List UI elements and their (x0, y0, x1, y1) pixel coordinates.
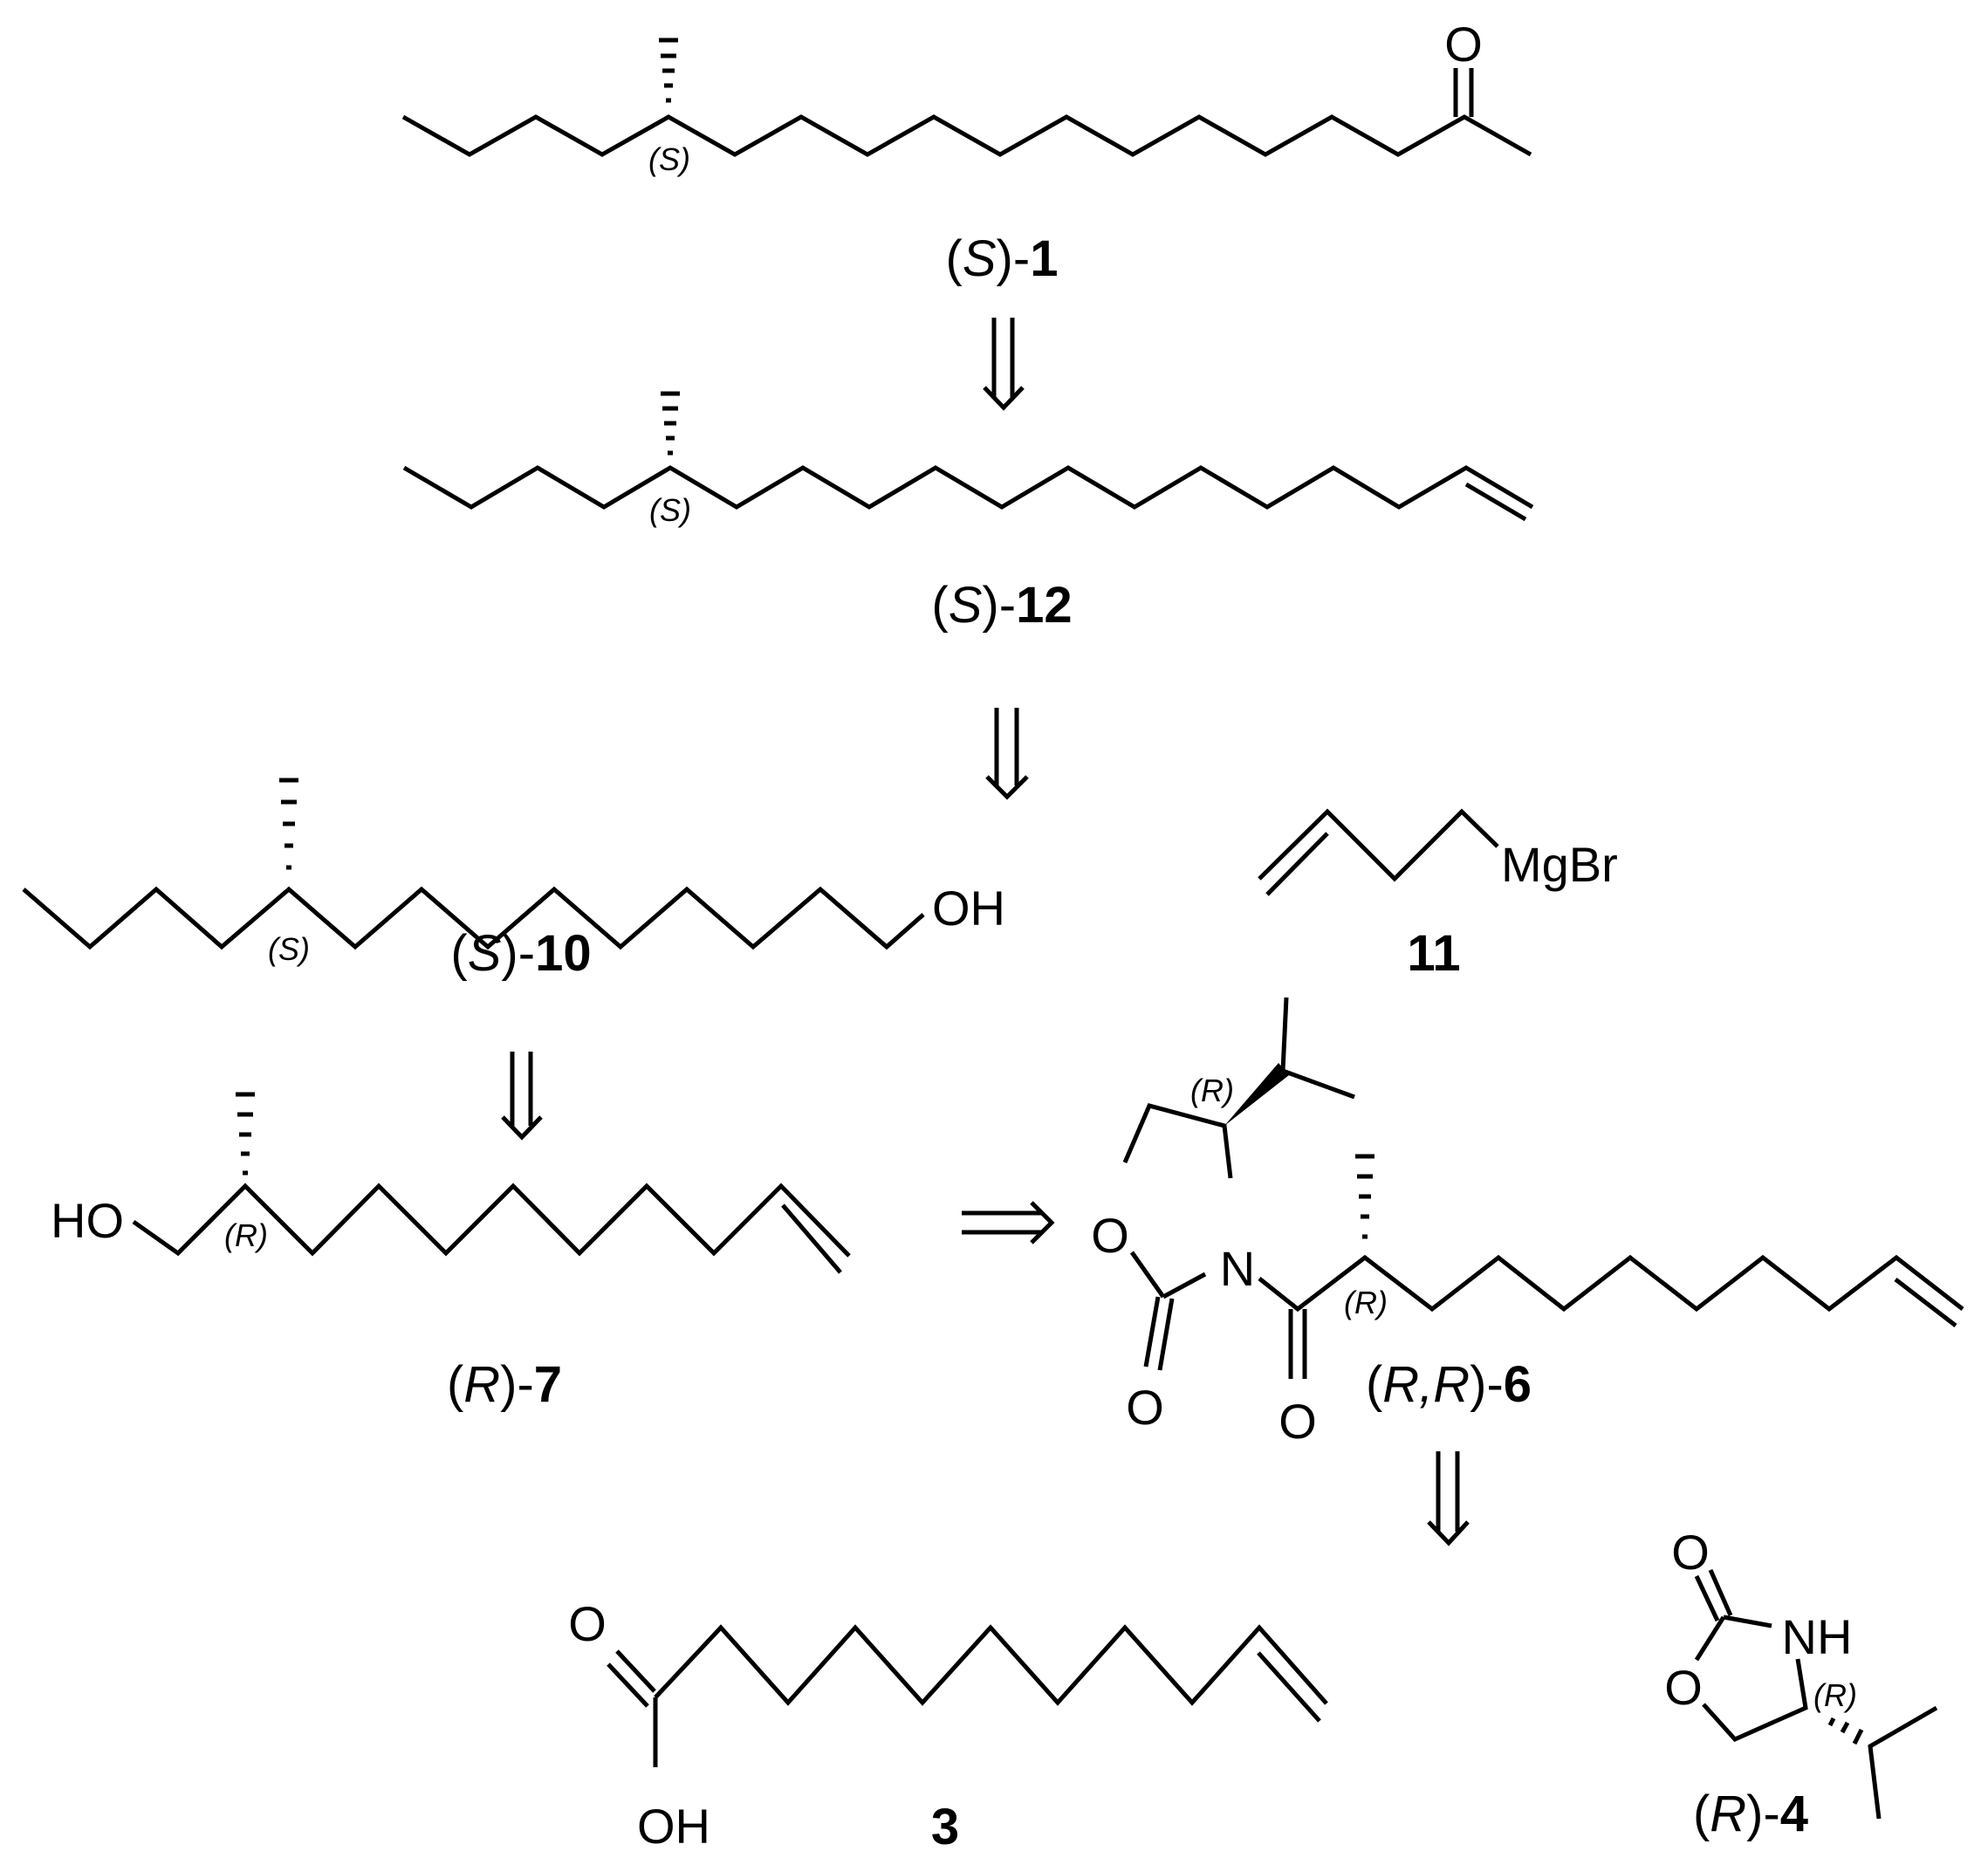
hydroxyl-group: OH (637, 1799, 710, 1851)
compound-label: (S)-1 (946, 230, 1059, 287)
stereo-descriptor: (S) (649, 492, 691, 528)
compound-11: MgBr 11 (1258, 808, 1618, 982)
nh-group: NH (1782, 1609, 1853, 1664)
compound-label: (R)-4 (1693, 1786, 1808, 1842)
stereo-descriptor: (R) (224, 1217, 268, 1253)
acid-carbonyl-b (607, 1662, 649, 1708)
retrosynthetic-arrow-right (962, 1201, 1055, 1244)
compound-label: (R)-7 (447, 1356, 562, 1413)
grignard-group: MgBr (1501, 837, 1618, 892)
oxygen-atom: O (1444, 17, 1483, 72)
isopropyl (1868, 1705, 1938, 1820)
ring-oxygen: O (1664, 1660, 1703, 1715)
alkene-second-bond (1894, 1278, 1957, 1327)
exo-carbonyl-a (1143, 1296, 1161, 1368)
alkene-second-bond (1257, 1651, 1321, 1723)
ring-bond-C-N (1162, 1272, 1207, 1299)
stereo-descriptor: (S) (648, 141, 690, 177)
wedge-bond (1224, 1063, 1289, 1126)
compound-label: (S)-12 (931, 577, 1072, 634)
hashed-methyl-bond (661, 391, 680, 456)
carbon-chain (1258, 808, 1499, 882)
alkene-second-bond (1464, 482, 1527, 522)
hashed-methyl-bond (1355, 1154, 1374, 1239)
compound-label: 3 (931, 1799, 959, 1851)
carbon-chain (654, 1624, 1328, 1706)
compound-3: O OH 3 (568, 1596, 1328, 1851)
stereo-descriptor: (S) (268, 931, 310, 967)
retrosynthetic-arrow-down (983, 318, 1025, 411)
hydroxyl-group: OH (932, 881, 1005, 936)
exo-carbonyl-b (1708, 1568, 1733, 1617)
compound-R-4: O NH O (R) (R)-4 (1664, 1525, 1938, 1842)
ring-bond-O-C (1129, 1251, 1166, 1299)
carbon-chain (401, 114, 1532, 157)
exo-oxygen: O (1126, 1380, 1164, 1435)
hydroxyl-group: HO (51, 1193, 124, 1248)
compound-S-12: (S) (S)-12 (402, 391, 1534, 634)
carbon-chain (22, 886, 925, 950)
carbon-chain (402, 465, 1534, 510)
exo-carbonyl-a (1694, 1574, 1720, 1622)
isopropyl (1280, 997, 1355, 1100)
stereo-descriptor-ring: (R) (1190, 1073, 1234, 1108)
retrosynthetic-arrow-down (1427, 1451, 1470, 1546)
ring-bond-C-O (1694, 1615, 1726, 1662)
ring-bonds (1122, 1103, 1233, 1179)
compound-label: (S)-10 (450, 925, 591, 982)
carbonyl-oxygen: O (568, 1596, 607, 1651)
compound-S-10: OH (S) (S)-10 (22, 778, 1005, 982)
alkene-second-bond (781, 1203, 842, 1274)
exo-carbonyl-b (1157, 1298, 1175, 1371)
alkene-second-bond (1265, 832, 1329, 896)
stereo-descriptor: (R) (1813, 1677, 1857, 1713)
nitrogen-atom: N (1220, 1241, 1255, 1296)
acid-carbonyl-a (615, 1649, 656, 1693)
carbon-chain (132, 1183, 851, 1258)
hashed-methyl-bond (659, 38, 678, 103)
ring-bond-C-N (1723, 1614, 1772, 1628)
acyl-chain (1258, 1254, 1964, 1313)
hashed-isopropyl-bond (1827, 1717, 1864, 1745)
compound-R-7: HO (R) (R)-7 (51, 1092, 851, 1413)
compound-label: 11 (1407, 925, 1460, 982)
compound-RR-6: O N O (R) O (R) (R,R)-6 (1091, 997, 1964, 1449)
hashed-methyl-bond (279, 778, 298, 870)
ring-oxygen: O (1091, 1208, 1129, 1263)
retrosynthetic-arrow-down (501, 1052, 543, 1141)
hashed-methyl-bond (236, 1092, 255, 1176)
compound-label: (R,R)-6 (1366, 1356, 1532, 1413)
compound-S-1: O (S) (S)-1 (401, 17, 1532, 287)
stereo-descriptor-chain: (R) (1344, 1285, 1388, 1320)
exo-oxygen: O (1671, 1525, 1710, 1580)
retrosynthetic-arrow-down (985, 708, 1029, 800)
acyl-oxygen: O (1278, 1394, 1317, 1449)
ring-bonds (1702, 1658, 1808, 1743)
